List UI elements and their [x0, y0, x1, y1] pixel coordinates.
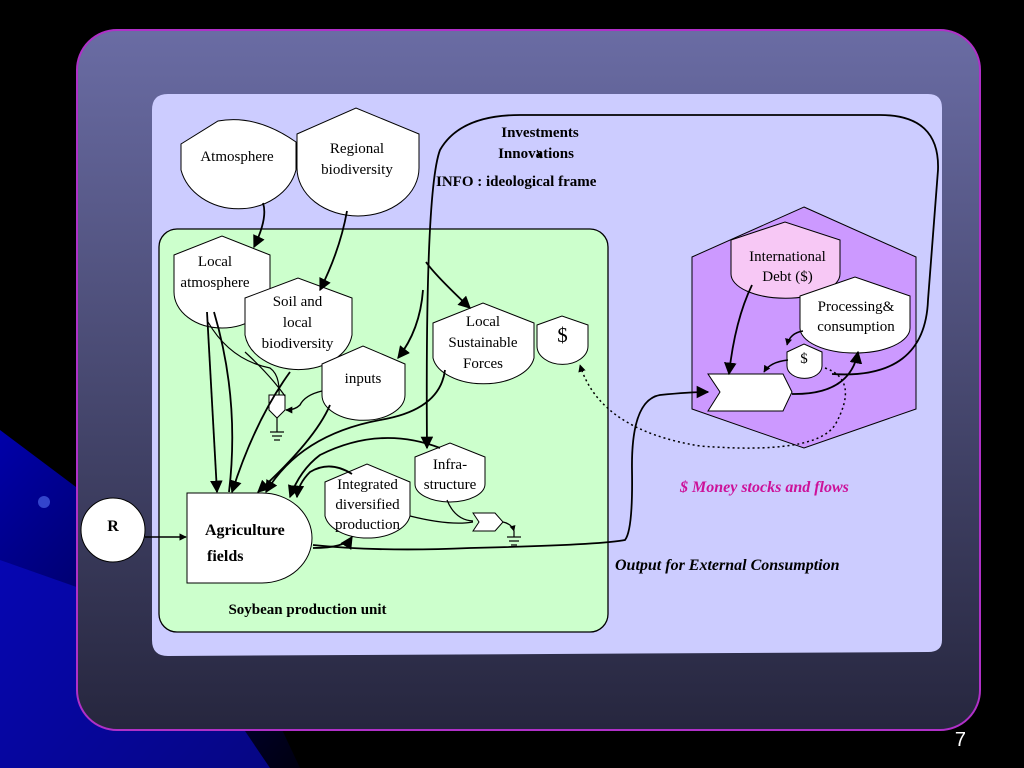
integrated-production-line-2: diversified	[335, 497, 400, 513]
integrated-production-shape	[324, 463, 411, 539]
label-info-ideological-frame: INFO : ideological frame	[436, 174, 597, 190]
international-debt-line-1: International	[749, 249, 826, 265]
node-infrastructure: Infra- structure	[415, 455, 485, 495]
infrastructure-line-2: structure	[423, 477, 477, 493]
international-debt-shape	[730, 221, 841, 299]
node-agriculture-fields: Agriculture fields	[200, 518, 300, 570]
regional-biodiversity-line-1: Regional	[329, 141, 385, 157]
transaction-symbol	[707, 373, 793, 412]
agriculture-fields-shape	[186, 492, 313, 584]
label-soybean-production-unit: Soybean production unit	[228, 602, 387, 618]
page-number: 7	[954, 729, 966, 751]
node-dollar-source: $	[557, 323, 568, 347]
atmosphere-shape	[180, 119, 297, 210]
node-inputs: inputs	[344, 371, 382, 387]
integrated-production-line-1: Integrated	[337, 477, 398, 493]
agriculture-fields-line-1: Agriculture	[205, 522, 285, 539]
label-output-external-consumption: Output for External Consumption	[615, 557, 840, 574]
node-atmosphere: Atmosphere	[200, 149, 274, 165]
heat-sink-symbol	[472, 512, 521, 546]
inputs-shape	[321, 345, 406, 421]
local-sustainable-forces-line-1: Local	[465, 314, 501, 330]
processing-consumption-line-1: Processing&	[817, 299, 895, 315]
node-soil-biodiversity: Soil and local biodiversity	[250, 292, 345, 355]
node-integrated-production: Integrated diversified production	[325, 475, 410, 535]
local-sustainable-forces-line-3: Forces	[463, 356, 503, 372]
label-innovations: Innovations	[498, 146, 574, 162]
node-regional-biodiversity: Regional biodiversity	[302, 139, 412, 181]
infrastructure-line-1: Infra-	[432, 457, 468, 473]
soil-biodiversity-line-3: biodiversity	[261, 336, 334, 352]
flow-lines	[145, 114, 939, 551]
node-r-source: R	[107, 518, 119, 535]
interaction-symbol-inputs	[268, 394, 286, 441]
r-source-shape	[80, 497, 146, 563]
node-local-sustainable-forces: Local Sustainable Forces	[433, 312, 533, 375]
node-dollar-small: $	[800, 351, 808, 367]
soil-biodiversity-shape	[244, 277, 353, 371]
local-atmosphere-line-1: Local	[197, 254, 233, 270]
infrastructure-shape	[414, 442, 486, 503]
agriculture-fields-line-2: fields	[207, 548, 244, 565]
soil-biodiversity-line-1: Soil and	[272, 294, 323, 310]
regional-biodiversity-line-2: biodiversity	[321, 162, 393, 178]
international-debt-line-2: Debt ($)	[762, 269, 813, 285]
local-sustainable-forces-line-2: Sustainable	[448, 335, 518, 351]
node-processing-consumption: Processing& consumption	[802, 297, 910, 337]
label-investments: Investments	[501, 125, 579, 141]
regional-biodiversity-shape	[296, 107, 420, 217]
dollar-source-shape	[536, 315, 589, 365]
node-local-atmosphere: Local atmosphere	[170, 252, 260, 294]
integrated-production-line-3: production	[335, 517, 400, 533]
local-atmosphere-line-2: atmosphere	[180, 275, 250, 291]
label-money-stocks-flows: $ Money stocks and flows	[680, 479, 849, 496]
node-international-debt: International Debt ($)	[735, 247, 840, 287]
dollar-small-shape	[786, 343, 823, 379]
processing-consumption-line-2: consumption	[817, 319, 895, 335]
soil-biodiversity-line-2: local	[282, 315, 313, 331]
local-sustainable-forces-shape	[432, 302, 535, 385]
